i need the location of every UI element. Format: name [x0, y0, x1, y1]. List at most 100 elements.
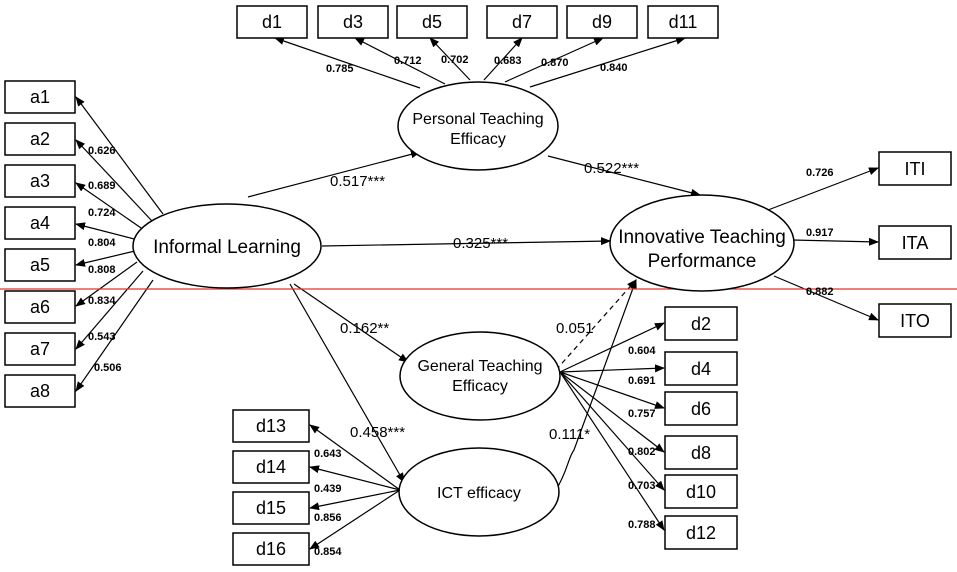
- loading-d12: 0.788: [628, 519, 656, 531]
- indicator-a8-label: a8: [30, 381, 50, 401]
- loading-a4: 0.724: [88, 207, 116, 219]
- indicator-d8-label: d8: [691, 443, 711, 463]
- pte-label-line1: Personal Teaching: [412, 111, 543, 128]
- latent-personal-teaching-efficacy: Personal Teaching Efficacy: [397, 81, 559, 171]
- loading-d1: 0.785: [326, 63, 354, 75]
- indicator-d10: d10: [664, 474, 738, 509]
- indicator-d4-label: d4: [691, 359, 711, 379]
- indicator-a6: a6: [4, 290, 76, 324]
- loading-a8: 0.543: [88, 331, 116, 343]
- loading-d14: 0.439: [314, 483, 342, 495]
- coef-il-gte: 0.162**: [340, 320, 389, 337]
- indicator-d15-label: d15: [256, 498, 286, 518]
- itp-indicators: ITI ITA ITO: [878, 151, 952, 338]
- loading-ita: 0.917: [806, 227, 834, 239]
- indicator-a3: a3: [4, 164, 76, 198]
- latent-innovative-teaching-performance: Innovative Teaching Performance: [609, 194, 795, 292]
- indicator-d2: d2: [664, 306, 738, 341]
- informal-learning-indicator-edges: [75, 96, 164, 392]
- indicator-d13-label: d13: [256, 416, 286, 436]
- indicator-d4: d4: [664, 351, 738, 386]
- indicator-a7: a7: [4, 332, 76, 366]
- indicator-a4: a4: [4, 206, 76, 240]
- indicator-iti-label: ITI: [905, 159, 926, 179]
- ict-loadings: 0.643 0.439 0.856 0.854: [314, 448, 342, 558]
- loading-d16: 0.854: [314, 546, 342, 558]
- indicator-d5: d5: [396, 5, 468, 39]
- coef-pte-itp: 0.522***: [584, 160, 639, 177]
- gte-indicators: d2 d4 d6 d8 d10 d12: [664, 306, 738, 550]
- ict-indicator-edges: [309, 424, 401, 550]
- indicator-iti: ITI: [878, 151, 952, 186]
- indicator-a3-label: a3: [30, 171, 50, 191]
- coef-il-itp: 0.325***: [453, 235, 508, 252]
- loading-d8: 0.802: [628, 446, 656, 458]
- indicator-ita-label: ITA: [902, 233, 929, 253]
- itp-loadings: 0.726 0.917 0.882: [806, 167, 834, 298]
- indicator-d14: d14: [232, 450, 310, 484]
- loading-d10: 0.703: [628, 480, 656, 492]
- indicator-d5-label: d5: [422, 12, 442, 32]
- indicator-d9: d9: [566, 5, 638, 39]
- gte-label-line1: General Teaching: [417, 358, 542, 375]
- indicator-d14-label: d14: [256, 457, 286, 477]
- latent-ict-efficacy: ICT efficacy: [398, 447, 560, 537]
- pte-loadings: 0.785 0.712 0.702 0.683 0.870 0.840: [326, 54, 628, 75]
- indicator-d12-label: d12: [686, 523, 716, 543]
- indicator-d1: d1: [236, 5, 308, 39]
- indicator-a6-label: a6: [30, 297, 50, 317]
- informal-learning-label: Informal Learning: [153, 237, 301, 258]
- loading-d3: 0.712: [394, 55, 422, 67]
- indicator-d11-label: d11: [669, 12, 698, 32]
- coef-gte-itp: 0.051: [556, 320, 594, 337]
- loading-d9: 0.870: [541, 57, 569, 69]
- loading-a9: 0.506: [94, 362, 122, 374]
- coef-il-ict: 0.458***: [350, 424, 405, 441]
- loading-d15: 0.856: [314, 512, 342, 524]
- indicator-d13: d13: [232, 409, 310, 443]
- gte-label-line2: Efficacy: [452, 378, 508, 395]
- indicator-d7: d7: [486, 5, 558, 39]
- loading-d7: 0.683: [494, 55, 522, 67]
- indicator-d6-label: d6: [691, 399, 711, 419]
- latent-general-teaching-efficacy: General Teaching Efficacy: [399, 331, 561, 421]
- loading-a3: 0.689: [88, 180, 116, 192]
- indicator-a5-label: a5: [30, 255, 50, 275]
- latent-informal-learning: Informal Learning: [132, 203, 322, 289]
- indicator-a2: a2: [4, 122, 76, 156]
- indicator-d10-label: d10: [686, 482, 716, 502]
- itp-label-line1: Innovative Teaching: [618, 227, 786, 248]
- indicator-d9-label: d9: [592, 12, 612, 32]
- loading-iti: 0.726: [806, 167, 834, 179]
- loading-a7: 0.834: [88, 295, 116, 307]
- a-indicators: a1 a2 a3 a4 a5 a6 a7 a8: [4, 80, 76, 408]
- coef-ict-itp: 0.111*: [549, 426, 590, 443]
- loading-d4: 0.691: [628, 375, 656, 387]
- indicator-d16-label: d16: [256, 539, 286, 559]
- loading-d11: 0.840: [600, 62, 628, 74]
- loading-a2: 0.626: [88, 145, 116, 157]
- indicator-d16: d16: [232, 532, 310, 566]
- ict-label: ICT efficacy: [437, 485, 521, 502]
- loading-ito: 0.882: [806, 286, 834, 298]
- ict-indicators: d13 d14 d15 d16: [232, 409, 310, 566]
- indicator-a2-label: a2: [30, 129, 50, 149]
- indicator-ita: ITA: [878, 225, 952, 260]
- path-coefficients: 0.517*** 0.522*** 0.325*** 0.162** 0.051…: [330, 160, 639, 443]
- indicator-a4-label: a4: [30, 213, 50, 233]
- personal-efficacy-indicator-edges: [274, 36, 686, 89]
- loading-a5: 0.804: [88, 237, 116, 249]
- pte-indicators: d1 d3 d5 d7 d9 d11: [236, 5, 719, 39]
- a-loadings: 0.626 0.689 0.724 0.804 0.808 0.834 0.54…: [88, 145, 122, 374]
- indicator-a5: a5: [4, 248, 76, 282]
- indicator-d15: d15: [232, 491, 310, 525]
- loading-a6: 0.808: [88, 264, 116, 276]
- indicator-d3-label: d3: [343, 12, 363, 32]
- loading-d13: 0.643: [314, 448, 342, 460]
- indicator-d2-label: d2: [691, 314, 711, 334]
- performance-indicator-edges: [767, 167, 879, 321]
- indicator-d11: d11: [647, 5, 719, 39]
- itp-label-line2: Performance: [648, 251, 757, 272]
- indicator-a1: a1: [4, 80, 76, 114]
